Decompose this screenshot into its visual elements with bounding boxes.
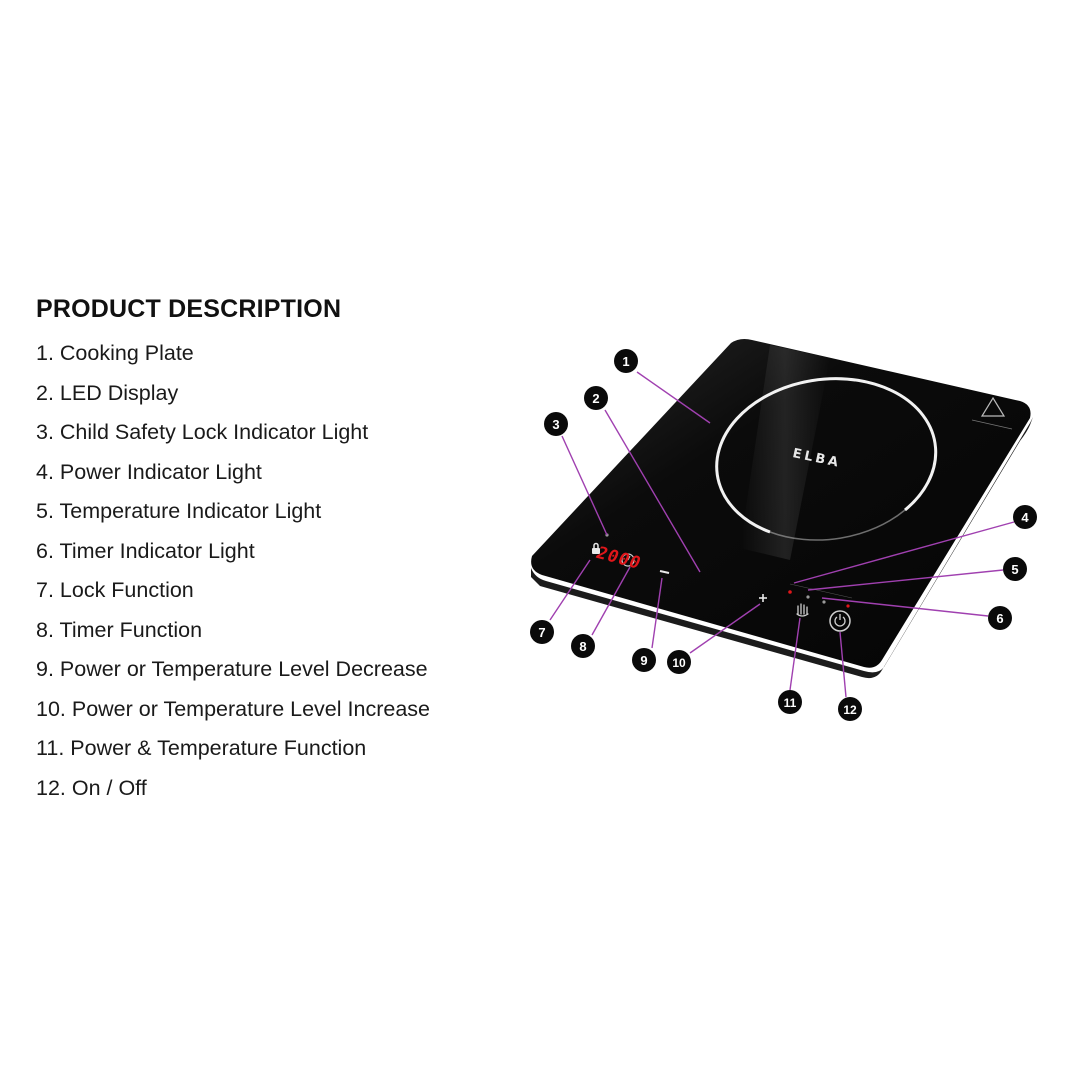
leader-line-11	[789, 617, 801, 691]
callout-4: 4	[1013, 505, 1037, 529]
callout-5: 5	[1003, 557, 1027, 581]
timer-button[interactable]	[621, 553, 635, 567]
callout-11-label: 11	[784, 696, 797, 710]
cooking-plate-ring	[715, 377, 938, 534]
callout-6: 6	[988, 606, 1012, 630]
on-off-button[interactable]	[829, 610, 851, 632]
callout-7-label: 7	[538, 625, 545, 640]
leader-line-12	[839, 631, 847, 698]
callout-5-label: 5	[1011, 562, 1018, 577]
callouts: 1 2 3 4 5 6 7 8	[530, 349, 1037, 721]
feature-item-on-off: 12. On / Off	[36, 775, 147, 800]
cooking-plate-ring-faint	[769, 509, 906, 541]
callout-12-label: 12	[843, 703, 857, 717]
on-off-indicator-dot	[846, 604, 850, 608]
callout-3: 3	[544, 412, 568, 436]
feature-item-led-display: 2. LED Display	[36, 380, 179, 405]
callout-2: 2	[584, 386, 608, 410]
hand-touch-icon	[796, 603, 809, 617]
feature-item-child-lock-light: 3. Child Safety Lock Indicator Light	[36, 420, 369, 444]
leader-line-4	[793, 521, 1015, 584]
callout-10: 10	[667, 650, 691, 674]
callout-8-label: 8	[579, 639, 586, 654]
feature-list: 1. Cooking Plate 2. LED Display 3. Child…	[36, 334, 506, 808]
feature-item-power-temp-function: 11. Power & Temperature Function	[36, 736, 367, 760]
feature-item-cooking-plate: 1. Cooking Plate	[36, 341, 194, 365]
timer-icon	[621, 553, 635, 567]
callout-1-label: 1	[622, 354, 629, 369]
leader-line-5	[807, 569, 1004, 591]
temperature-indicator-light	[806, 595, 810, 599]
power-temp-function-button[interactable]	[796, 603, 809, 617]
certification-mark-icon	[971, 396, 1013, 430]
decrease-button[interactable]	[659, 570, 670, 574]
leader-line-3	[561, 435, 608, 536]
feature-item-lock-function: 7. Lock Function	[36, 578, 194, 602]
leader-line-10	[689, 603, 761, 654]
increase-button[interactable]	[759, 594, 767, 602]
leader-lines	[549, 371, 1015, 698]
leader-line-1	[636, 371, 711, 424]
callout-3-label: 3	[552, 417, 559, 432]
callout-8: 8	[571, 634, 595, 658]
feature-item-level-increase: 10. Power or Temperature Level Increase	[36, 696, 430, 721]
feature-item-level-decrease: 9. Power or Temperature Level Decrease	[36, 657, 428, 681]
leader-line-2	[604, 409, 701, 573]
callout-7: 7	[530, 620, 554, 644]
callout-4-label: 4	[1021, 510, 1029, 525]
callout-2-label: 2	[592, 391, 599, 406]
callout-6-label: 6	[996, 611, 1003, 626]
callout-10-label: 10	[672, 656, 686, 670]
section-heading: PRODUCT DESCRIPTION	[36, 295, 342, 323]
feature-item-timer-function: 8. Timer Function	[36, 617, 203, 642]
callout-9: 9	[632, 648, 656, 672]
lock-button[interactable]	[592, 542, 600, 555]
feature-item-timer-light: 6. Timer Indicator Light	[36, 538, 255, 563]
feature-item-power-light: 4. Power Indicator Light	[36, 459, 262, 484]
power-indicator-light	[788, 590, 792, 594]
product-description: PRODUCT DESCRIPTION 1. Cooking Plate 2. …	[36, 295, 506, 808]
callout-9-label: 9	[640, 653, 647, 668]
callout-11: 11	[778, 690, 802, 714]
leader-line-9	[651, 577, 663, 649]
leader-line-8	[591, 566, 631, 636]
callout-12: 12	[838, 697, 862, 721]
timer-indicator-light	[822, 600, 826, 604]
leader-line-7	[549, 559, 591, 621]
leader-line-6	[821, 597, 989, 617]
feature-item-temperature-light: 5. Temperature Indicator Light	[36, 499, 322, 523]
padlock-icon	[592, 548, 600, 554]
power-icon	[834, 614, 846, 627]
callout-1: 1	[614, 349, 638, 373]
indicator-lights	[788, 583, 853, 604]
